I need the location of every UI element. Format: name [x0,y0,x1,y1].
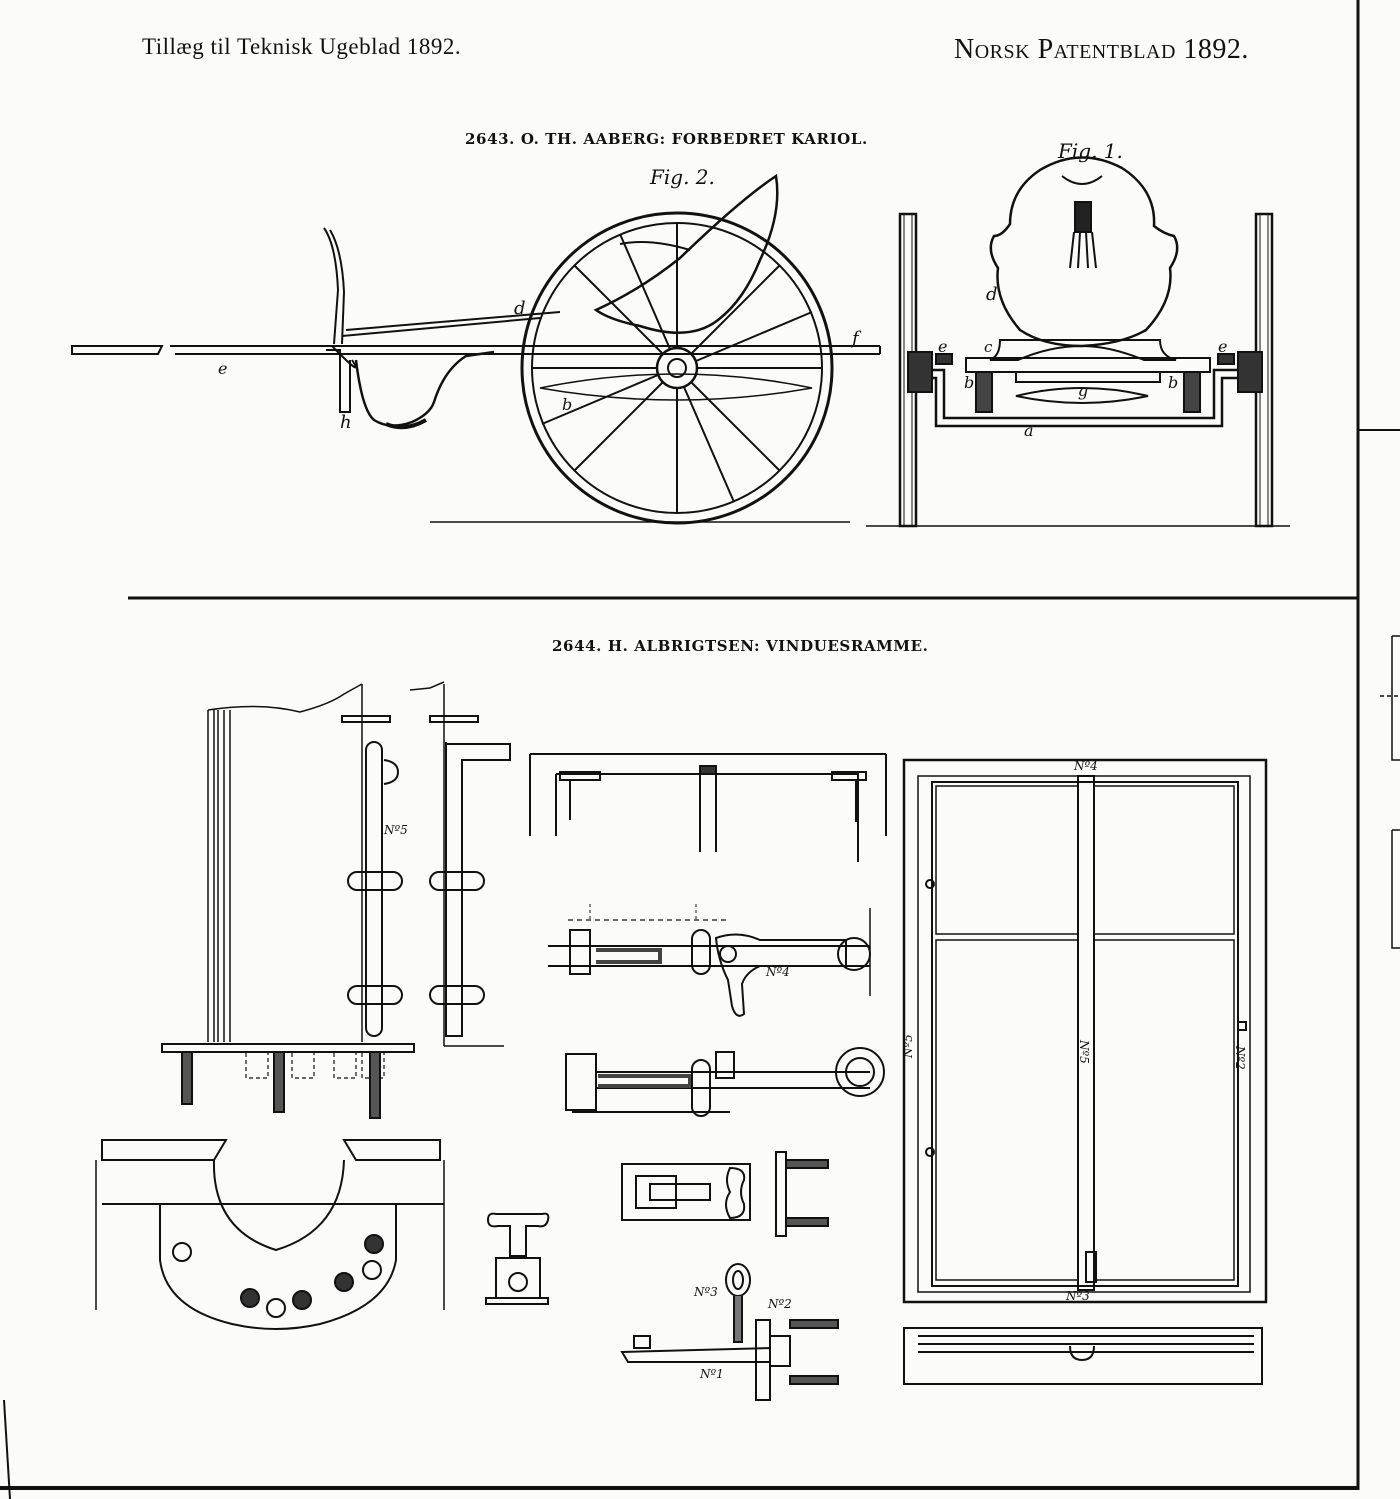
fastener-no1-no3 [620,1263,839,1401]
horseshoe-fitting [95,1139,445,1330]
fig2-label-h: h [340,412,352,433]
patent-2644-number: 2644. [552,637,602,655]
frame-label-top: Nº4 [1073,759,1098,773]
latch-no4 [548,904,871,1017]
fig1-label-e-right: e [1218,337,1227,356]
label-no3: Nº3 [693,1285,718,1299]
patent-2644-labels: Nº5 Nº4 Nº3 Nº2 Nº1 Nº4 Nº3 Nº5 Nº5 Nº2 [383,759,1247,1381]
t-handle-fitting [485,1212,550,1305]
adjacent-page-fragments [1380,635,1400,949]
fig1-label-d: d [986,284,998,305]
frame-label-left: Nº5 [901,1034,915,1059]
fig1-label-g: g [1078,381,1088,400]
fig1-label-b-right: b [1168,373,1178,392]
label-no4: Nº4 [765,965,790,979]
patent-2644-title: 2644. H. ALBRIGTSEN: VINDUESRAMME. [552,637,928,655]
journal-supplement-header: Tillæg til Teknisk Ugeblad 1892. [142,34,462,59]
patent-2643-number: 2643. [465,130,515,148]
frame-label-right: Nº2 [1233,1045,1247,1070]
fig2-label-e: e [218,359,227,378]
latch-variant [565,1047,885,1117]
top-rail-section [529,753,887,862]
fig1-labels: Fig. 1. d e e c b b g a [938,139,1227,440]
bolt-no5-elevation [161,681,511,1119]
fig1-label-e-left: e [938,337,947,356]
label-no2: Nº2 [767,1297,792,1311]
patent-2643-title: 2643. O. TH. AABERG: FORBEDRET KARIOL. [465,130,868,148]
fig2-label-b: b [562,395,572,414]
label-no1: Nº1 [699,1367,724,1381]
frame-label-middle: Nº5 [1077,1039,1091,1064]
frame-label-bottom: Nº3 [1065,1289,1090,1303]
window-sill-section [903,1327,1263,1385]
fig1-cart-rear-view [866,156,1290,528]
label-no5: Nº5 [383,823,408,837]
patent-2643-name: O. TH. AABERG: FORBEDRET KARIOL. [520,130,868,148]
fig1-label-a: a [1024,421,1034,440]
fig1-label-c: c [984,338,993,356]
fig1-label-b-left: b [964,373,974,392]
spring-catch [621,1151,829,1237]
fig2-label-d: d [514,298,526,319]
fig2-cart-side-view [71,173,881,525]
journal-title-header: Norsk Patentblad 1892. [954,34,1249,65]
fig2-labels: Fig. 2. d e f h b [218,165,862,433]
window-frame-elevation [902,758,1268,1304]
patent-2644-name: H. ALBRIGTSEN: VINDUESRAMME. [607,637,929,655]
fig1-caption: Fig. 1. [1057,139,1123,163]
left-edge-mark [3,1399,11,1499]
fig2-caption: Fig. 2. [649,165,715,189]
